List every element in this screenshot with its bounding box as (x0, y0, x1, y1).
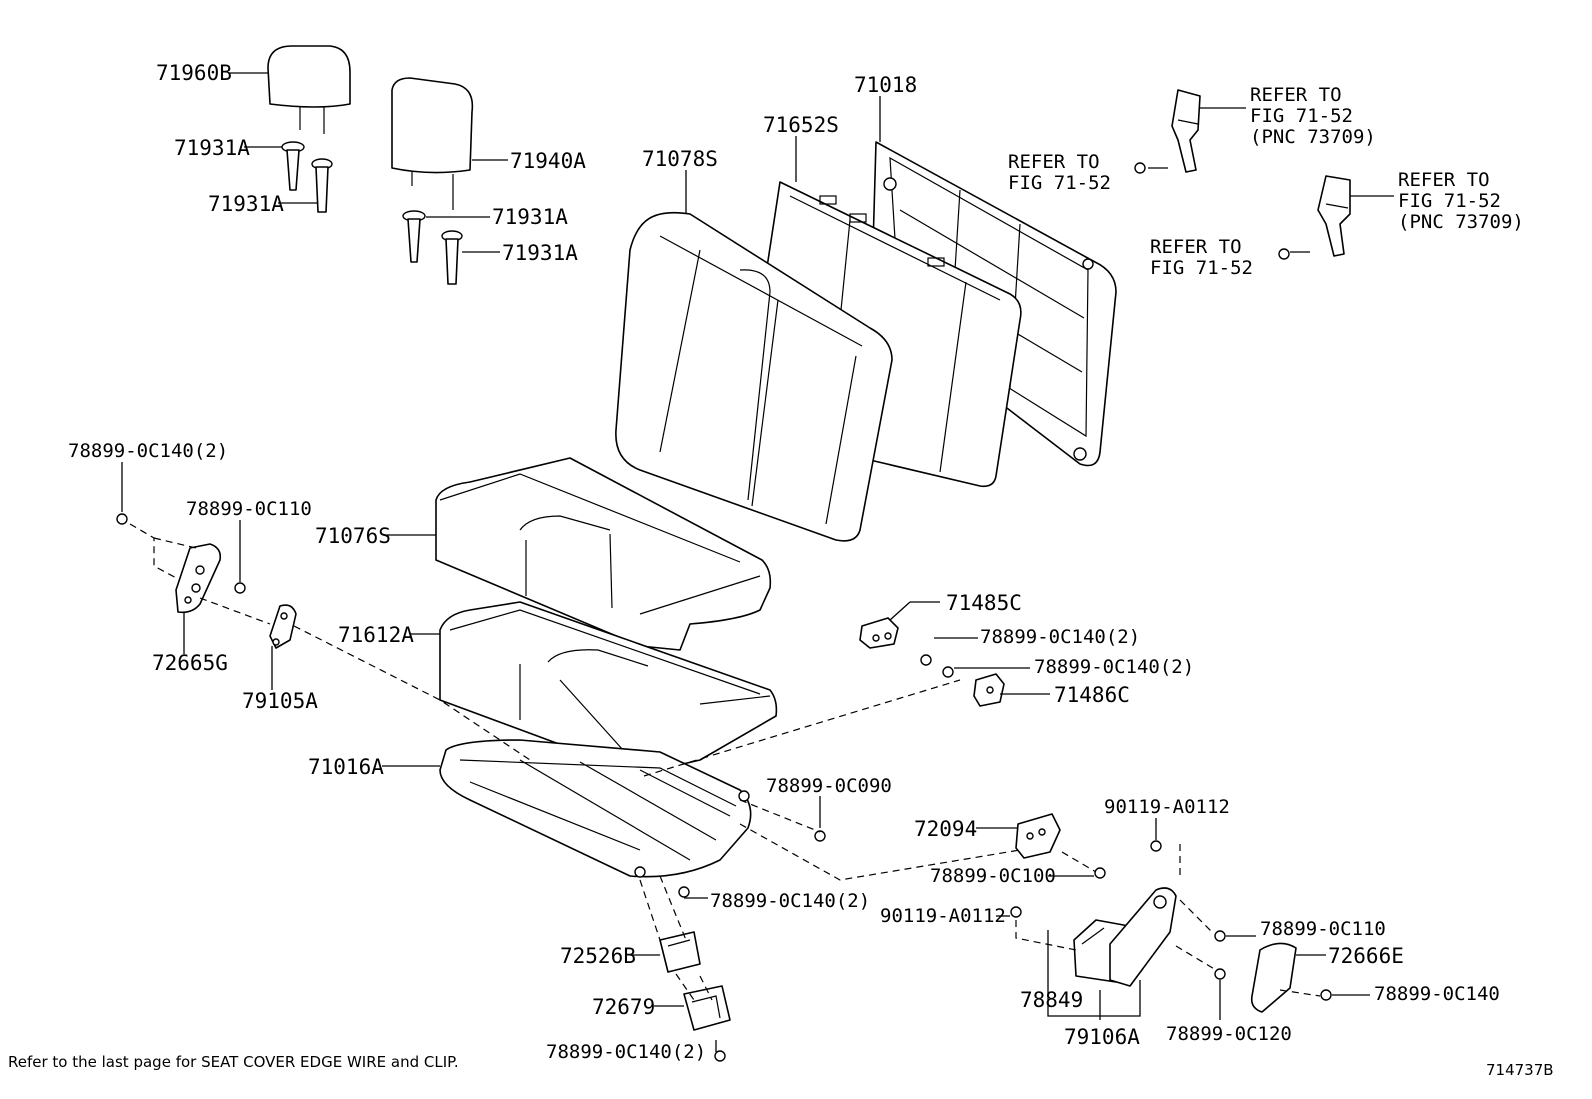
label-71940A: 71940A (510, 149, 586, 173)
label-71078S: 71078S (642, 147, 718, 171)
label-78899-0C140-2-c: 78899-0C140(2) (1034, 656, 1194, 678)
label-78899-0C090: 78899-0C090 (766, 775, 892, 797)
label-79106A: 79106A (1064, 1025, 1140, 1049)
headrest-71960B (267, 45, 351, 134)
support-71931A-4 (441, 230, 463, 285)
headrest-71940A (391, 77, 474, 210)
label-71016A: 71016A (308, 755, 384, 779)
cover-72679 (683, 985, 731, 1031)
seatback-cover-71078S (615, 211, 893, 542)
label-78899-0C100: 78899-0C100 (930, 865, 1056, 887)
label-72094: 72094 (914, 817, 977, 841)
label-71076S: 71076S (315, 524, 391, 548)
label-72679: 72679 (592, 995, 655, 1019)
refer-a-line1: REFER TO (1250, 84, 1342, 106)
bracket-79105A (269, 604, 297, 649)
label-78899-0C140: 78899-0C140 (1374, 983, 1500, 1005)
label-71931A-1: 71931A (174, 136, 250, 160)
assembly-lines (129, 523, 1321, 1001)
label-72666E: 72666E (1328, 944, 1404, 968)
leader-lines (121, 72, 1394, 1052)
figure-id: 714737B (1486, 1061, 1554, 1079)
bracket-79106A (1109, 887, 1177, 987)
bolts (116, 162, 1332, 1062)
refer-b-line2: FIG 71-52 (1008, 172, 1111, 194)
label-71018: 71018 (854, 73, 917, 97)
refer-a-line2: FIG 71-52 (1250, 105, 1353, 127)
label-90119-A0112-b: 90119-A0112 (880, 905, 1006, 927)
support-71931A-2 (311, 158, 333, 213)
label-71652S: 71652S (763, 113, 839, 137)
cover-72666E (1250, 942, 1297, 1013)
bracket-71485C (859, 617, 899, 649)
refer-d-line2: FIG 71-52 (1150, 257, 1253, 279)
refer-c-line1: REFER TO (1398, 169, 1490, 191)
label-78899-0C140-2-a: 78899-0C140(2) (68, 440, 228, 462)
support-71931A-3 (402, 210, 426, 263)
refer-c-line2: FIG 71-52 (1398, 190, 1501, 212)
refer-c-line3: (PNC 73709) (1398, 211, 1524, 233)
label-71486C: 71486C (1054, 683, 1130, 707)
label-71931A-2: 71931A (208, 192, 284, 216)
support-71931A-1 (281, 141, 305, 191)
refer-d-line1: REFER TO (1150, 236, 1242, 258)
label-78899-0C110-b: 78899-0C110 (1260, 918, 1386, 940)
label-90119-A0112-a: 90119-A0112 (1104, 796, 1230, 818)
label-78899-0C110-a: 78899-0C110 (186, 498, 312, 520)
label-71960B: 71960B (156, 61, 232, 85)
cushion-pad-71612A (439, 601, 778, 775)
label-78899-0C140-2-d: 78899-0C140(2) (710, 890, 870, 912)
cushion-cover-71076S (435, 457, 772, 651)
adjuster-part-b (1317, 175, 1351, 257)
bracket-72094 (1015, 813, 1061, 859)
footer-note: Refer to the last page for SEAT COVER ED… (8, 1053, 459, 1071)
refer-a-line3: (PNC 73709) (1250, 126, 1376, 148)
label-71485C: 71485C (946, 591, 1022, 615)
refer-b-line1: REFER TO (1008, 151, 1100, 173)
label-72526B: 72526B (560, 944, 636, 968)
label-72665G: 72665G (152, 651, 228, 675)
cushion-frame-71016A (439, 739, 752, 878)
adjuster-part-a (1171, 89, 1201, 173)
label-78899-0C140-2-e: 78899-0C140(2) (546, 1041, 706, 1063)
label-78899-0C120: 78899-0C120 (1166, 1023, 1292, 1045)
label-78899-0C140-2-b: 78899-0C140(2) (980, 626, 1140, 648)
hinge-72665G (175, 543, 222, 614)
label-71931A-4: 71931A (502, 241, 578, 265)
label-79105A: 79105A (242, 689, 318, 713)
label-78849: 78849 (1020, 988, 1083, 1012)
bracket-71486C (973, 673, 1005, 707)
label-71931A-3: 71931A (492, 205, 568, 229)
cover-72526B (659, 931, 701, 973)
label-71612A: 71612A (338, 623, 414, 647)
